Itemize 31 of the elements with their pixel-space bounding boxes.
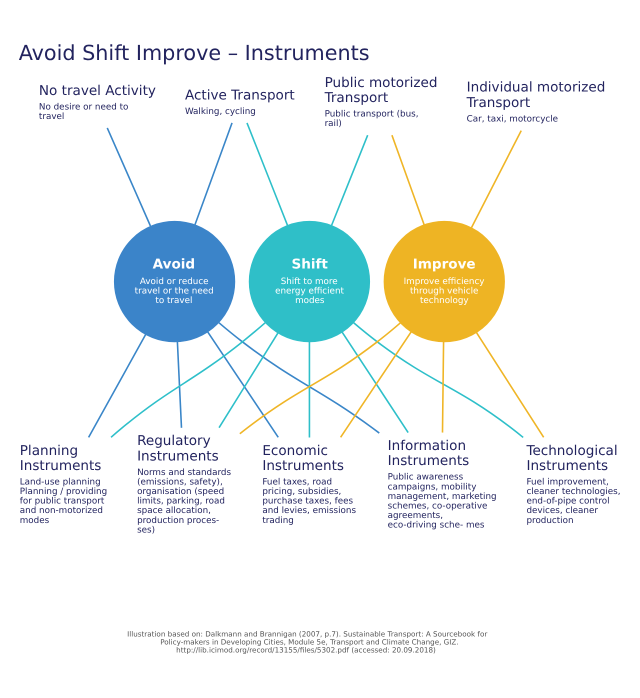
connector <box>88 334 146 438</box>
connector <box>176 342 182 428</box>
node-text: Public motorized Transport Public transport (bus, rail) <box>324 74 438 130</box>
node-circle: Improve Improve efficiency through vehicle technology <box>384 220 505 342</box>
connector <box>470 130 522 228</box>
diagram-title: Avoid Shift Improve – Instruments <box>18 40 370 65</box>
node-text: Individual motorized Transport Car, taxi, motorcycle <box>466 80 606 124</box>
node-text: Active Transport Walking, cycling <box>184 88 295 118</box>
node-text: Planning Instruments Land-use planning Planning / providing for public transport and non-motorized modes <box>20 442 108 526</box>
connector <box>391 134 425 225</box>
connector <box>442 342 444 433</box>
connector <box>476 332 544 438</box>
connector <box>218 322 380 434</box>
connector <box>330 134 368 226</box>
connector <box>353 322 524 438</box>
node-text: Information Instruments Public awareness campaigns, mobility management, marketing schemes, co-operative agreements, eco-driving sche- mes <box>388 438 497 531</box>
node-text: Regulatory Instruments Norms and standards (emissions, safety), organisation (speed limits, parking, road space allocation, production proces- ses) <box>137 433 232 536</box>
connector <box>110 322 266 438</box>
node-text: No travel Activity No desire or need to travel <box>38 82 156 122</box>
node-circle: Shift Shift to more energy efficient modes <box>248 220 370 342</box>
node-circle: Avoid Avoid or reduce travel or the need to travel <box>114 220 236 342</box>
node-text: Technological Instruments Fuel improvement, cleaner technologies, end-of-pipe control devices, cleaner production <box>526 442 620 526</box>
caption: Illustration based on: Dalkmann and Brannigan (2007, p.7). Sustainable Transport: A Sourcebook for Policy-makers in Developing Cities, Module 5e, Transport and Climate Change, GIZ. http://lib.icimod.org/record/13155/files/5302.pdf (accessed: 20.09.2018) <box>127 629 488 654</box>
connector <box>194 122 233 225</box>
connector <box>308 342 310 438</box>
connector <box>218 332 278 428</box>
connector <box>106 128 152 226</box>
connector <box>239 322 401 434</box>
connector <box>246 122 288 226</box>
node-text: Economic Instruments Fuel taxes, road pricing, subsidies, purchase taxes, fees and levies, emissions trading <box>262 442 356 526</box>
connector <box>207 331 279 438</box>
